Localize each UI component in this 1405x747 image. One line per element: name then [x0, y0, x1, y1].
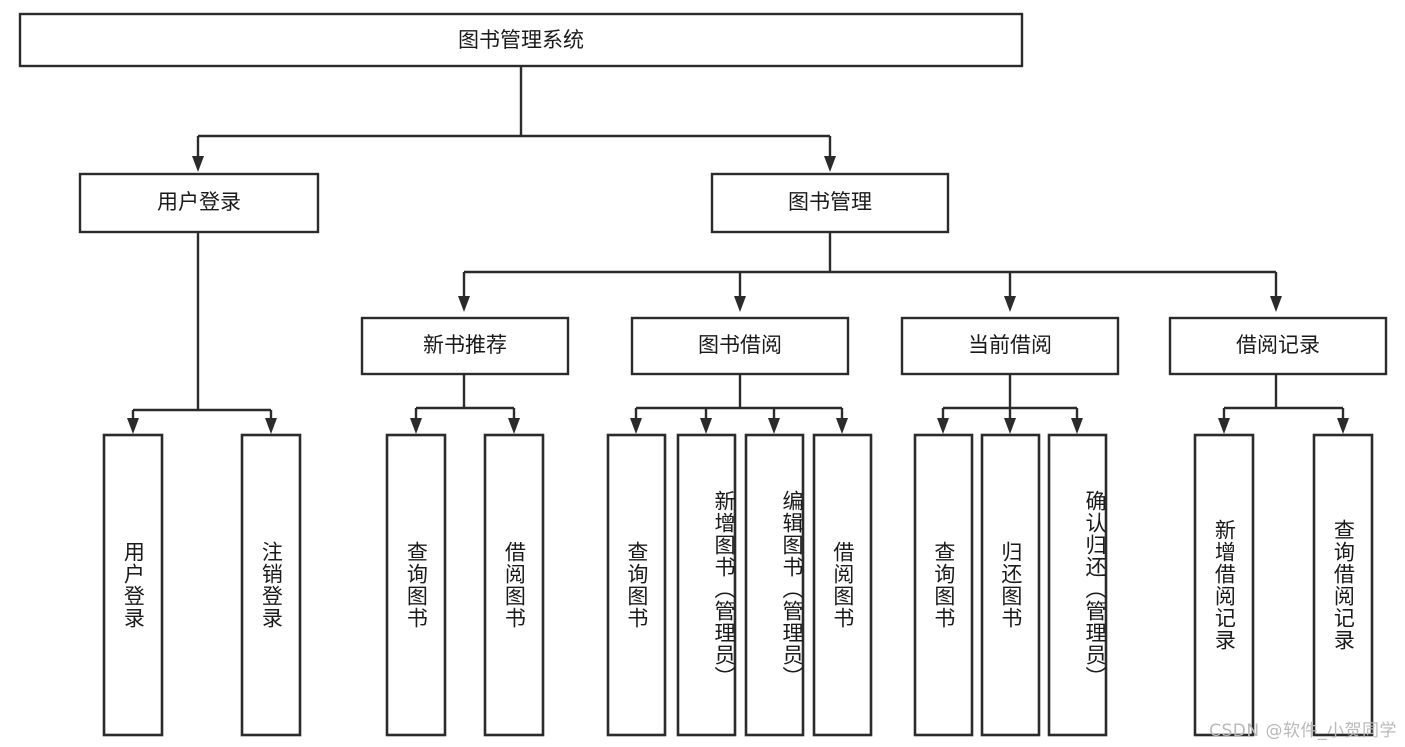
- node-leaf-query-book-1[interactable]: [385, 433, 447, 737]
- node-book-borrow[interactable]: 图书借阅: [630, 316, 850, 376]
- node-leaf-borrow-book-2[interactable]: [812, 433, 873, 737]
- node-leaf-query-record[interactable]: [1312, 433, 1374, 737]
- node-new-book-recommend[interactable]: 新书推荐: [360, 316, 570, 376]
- node-leaf-query-book-3[interactable]: [913, 433, 974, 737]
- connector-current-borrow-children: [937, 374, 1083, 434]
- connector-new-book-recommend-children: [410, 374, 520, 434]
- node-leaf-add-record[interactable]: [1193, 433, 1255, 737]
- node-leaf-query-book-2[interactable]: [606, 433, 667, 737]
- csdn-watermark: CSDN @软件_小贺同学: [1209, 721, 1397, 741]
- node-user-login-label: 用户登录: [157, 190, 241, 214]
- node-user-login[interactable]: 用户登录: [78, 172, 320, 234]
- node-new-book-recommend-label: 新书推荐: [423, 333, 507, 357]
- node-borrow-record[interactable]: 借阅记录: [1168, 316, 1388, 376]
- node-book-manage[interactable]: 图书管理: [710, 172, 950, 234]
- node-current-borrow-label: 当前借阅: [968, 333, 1052, 357]
- node-borrow-record-label: 借阅记录: [1236, 333, 1320, 357]
- node-leaf-borrow-book-1[interactable]: [483, 433, 545, 737]
- node-current-borrow[interactable]: 当前借阅: [900, 316, 1120, 376]
- node-leaf-user-login[interactable]: [102, 433, 164, 737]
- node-leaf-confirm-return[interactable]: [1047, 433, 1108, 737]
- connector-borrow-record-children: [1218, 374, 1349, 434]
- connector-book-manage-children: [458, 232, 1282, 312]
- connector-root-bus: [192, 134, 836, 172]
- node-book-manage-label: 图书管理: [788, 190, 872, 214]
- connector-user-login-children: [127, 232, 277, 434]
- node-leaf-logout[interactable]: [240, 433, 302, 737]
- connector-book-borrow-children: [630, 374, 848, 434]
- node-book-borrow-label: 图书借阅: [698, 333, 782, 357]
- node-leaf-return-book[interactable]: [980, 433, 1041, 737]
- node-root[interactable]: 图书管理系统: [18, 12, 1024, 68]
- node-leaf-edit-book[interactable]: [744, 433, 805, 737]
- node-root-label: 图书管理系统: [458, 28, 584, 52]
- node-leaf-add-book[interactable]: [676, 433, 737, 737]
